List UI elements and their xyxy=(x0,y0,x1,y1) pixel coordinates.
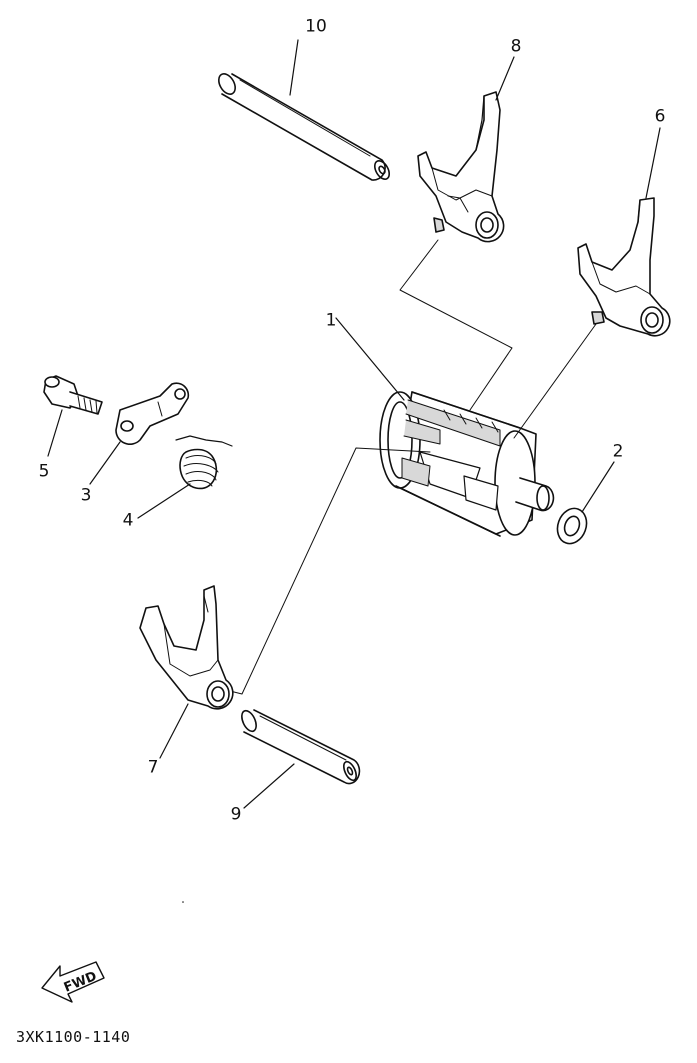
shaft-10 xyxy=(215,71,392,182)
leader-1 xyxy=(336,318,404,400)
guide-line-8 xyxy=(400,240,512,410)
leader-4 xyxy=(138,484,190,518)
leader-9 xyxy=(244,764,294,808)
callout-8: 8 xyxy=(510,36,522,57)
leader-6 xyxy=(646,128,660,198)
leader-8 xyxy=(496,57,514,100)
fwd-arrow-icon: FWD xyxy=(42,962,104,1002)
callout-1: 1 xyxy=(325,310,337,331)
leader-5 xyxy=(48,410,62,456)
callout-10: 10 xyxy=(305,16,327,37)
washer-2 xyxy=(553,504,592,547)
shaft-9 xyxy=(239,708,360,783)
callout-2: 2 xyxy=(612,441,624,462)
shift-fork-8 xyxy=(418,92,504,242)
leader-7 xyxy=(160,704,188,758)
callout-6: 6 xyxy=(654,106,666,127)
shift-fork-6 xyxy=(578,198,670,336)
shift-fork-7 xyxy=(140,586,233,709)
leader-3 xyxy=(90,442,120,484)
spring-4 xyxy=(176,436,232,488)
callout-5: 5 xyxy=(38,461,50,482)
guide-line-6 xyxy=(514,324,596,438)
bolt-5 xyxy=(44,376,102,414)
stopper-lever-3 xyxy=(116,383,188,444)
callout-3: 3 xyxy=(80,485,92,506)
part-code: 3XK1100-1140 xyxy=(16,1028,131,1046)
shift-drum-1 xyxy=(380,392,553,536)
stray-dot xyxy=(182,901,184,903)
guide-line-7 xyxy=(226,448,430,694)
leader-2 xyxy=(582,462,614,512)
leader-10 xyxy=(290,40,298,95)
callout-4: 4 xyxy=(122,510,134,531)
callout-9: 9 xyxy=(230,804,242,825)
callout-7: 7 xyxy=(147,757,159,778)
